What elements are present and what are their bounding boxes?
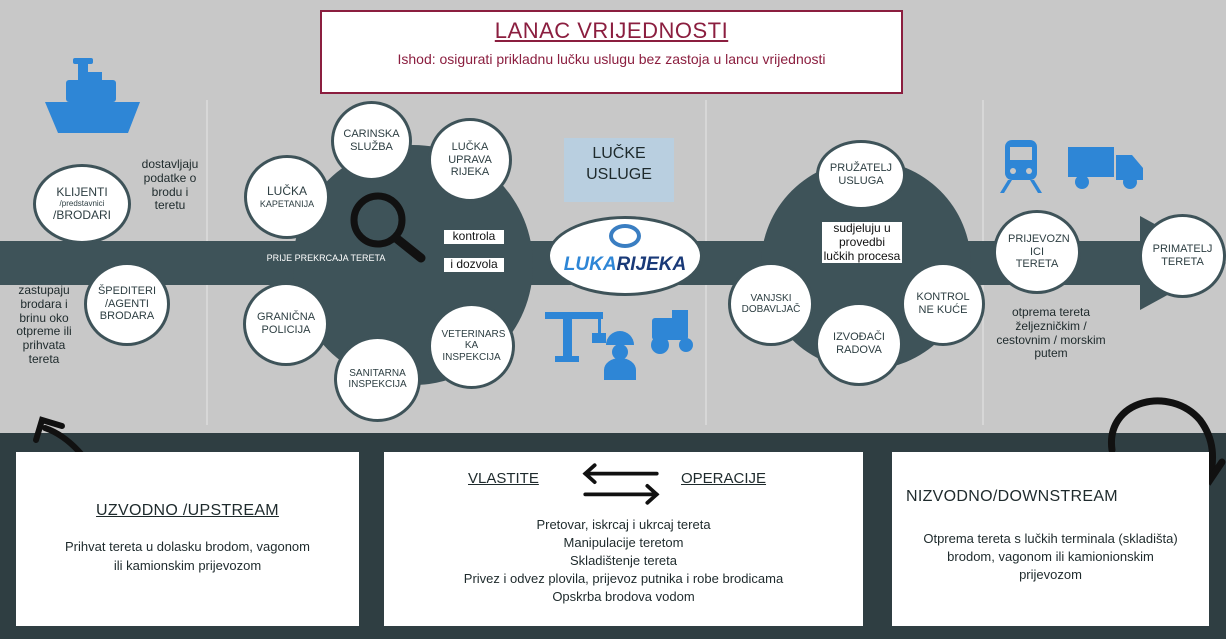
spediteri-label: ŠPEDITERI /AGENTI BRODARA: [97, 285, 157, 323]
lucka-uprava-label: LUČKA UPRAVA RIJEKA: [448, 141, 492, 179]
kontrolne-label: KONTROL NE KUĆE: [916, 291, 970, 316]
lucke-usluge-box: LUČKE USLUGE: [564, 138, 674, 202]
sudjeluju-label: sudjeluju u provedbi lučkih procesa: [822, 221, 902, 264]
prije-prekrcaja-label: PRIJE PREKRCAJA TERETA: [266, 253, 386, 263]
kontrolne-circle: KONTROL NE KUĆE: [901, 262, 985, 346]
magnifier-icon: [350, 192, 426, 263]
logo-emblem-icon: [609, 224, 641, 248]
vlastite-label: VLASTITE: [468, 470, 539, 487]
train-icon: [1000, 140, 1042, 193]
operacije-label: OPERACIJE: [681, 470, 767, 487]
prijevoznici-label: PRIJEVOZN ICI TERETA: [1008, 233, 1070, 271]
tractor-icon: [651, 310, 693, 354]
otprema-note: otprema tereta željezničkim / cestovnim …: [996, 305, 1106, 361]
spediteri-circle: ŠPEDITERI /AGENTI BRODARA: [84, 262, 170, 346]
carinska-label: CARINSKA SLUŽBA: [343, 128, 400, 153]
klijenti-label: KLIJENTI: [56, 184, 108, 199]
crane-icon: [545, 312, 606, 362]
spediteri-note: zastupaju brodara i brinu oko otpreme il…: [16, 283, 72, 366]
page-subtitle: Ishod: osigurati prikladnu lučku uslugu …: [397, 51, 826, 67]
downstream-box: NIZVODNO/DOWNSTREAM Otprema tereta s luč…: [892, 452, 1209, 626]
kapetanija-label: KAPETANIJA: [259, 198, 315, 209]
vanjski-circle: VANJSKI DOBAVLJAČ: [728, 262, 814, 346]
granicna-circle: GRANIČNA POLICIJA: [243, 282, 329, 366]
upstream-box: UZVODNO /UPSTREAM Prihvat tereta u dolas…: [16, 452, 359, 626]
operation-item: Privez i odvez plovila, prijevoz putnika…: [463, 570, 784, 586]
pruzatelj-label: PRUŽATELJ USLUGA: [829, 162, 893, 187]
lucka-kapetanija-circle: LUČKA KAPETANIJA: [244, 155, 330, 239]
operation-item: Opskrba brodova vodom: [552, 588, 695, 604]
kontrola-label: kontrola: [444, 229, 504, 244]
downstream-text: Otprema tereta s lučkih terminala (sklad…: [923, 531, 1178, 583]
sanitarna-circle: SANITARNA INSPEKCIJA: [334, 336, 421, 422]
veterinarska-circle: VETERINARS KA INSPEKCIJA: [428, 303, 515, 389]
upstream-title: UZVODNO /UPSTREAM: [96, 502, 279, 519]
page-title: LANAC VRIJEDNOSTI: [494, 18, 729, 43]
primatelj-circle: PRIMATELJ TERETA: [1139, 214, 1226, 298]
granicna-label: GRANIČNA POLICIJA: [256, 311, 316, 336]
logo-rijeka-text: RIJEKA: [616, 254, 687, 275]
izvodaci-circle: IZVOĐAČI RADOVA: [815, 302, 903, 386]
primatelj-label: PRIMATELJ TERETA: [1152, 243, 1213, 268]
title-box: LANAC VRIJEDNOSTI Ishod: osigurati prikl…: [320, 10, 903, 94]
klijenti-note: dostavljaju podatke o brodu i teretu: [141, 157, 199, 213]
dozvola-label: i dozvola: [444, 257, 504, 272]
downstream-title: NIZVODNO/DOWNSTREAM: [906, 488, 1118, 505]
veterinarska-label: VETERINARS KA INSPEKCIJA: [441, 328, 506, 363]
lucka-label: LUČKA: [266, 183, 307, 198]
operation-item: Pretovar, iskrcaj i ukrcaj tereta: [536, 517, 711, 532]
sanitarna-label: SANITARNA INSPEKCIJA: [348, 367, 407, 391]
brodari-label: /BRODARI: [52, 207, 111, 222]
pruzatelj-circle: PRUŽATELJ USLUGA: [816, 140, 906, 210]
logo-luka-text: LUKA: [563, 254, 617, 275]
luka-rijeka-logo: LUKA RIJEKA: [547, 216, 703, 296]
vanjski-label: VANJSKI DOBAVLJAČ: [741, 292, 801, 316]
operation-item: Skladištenje tereta: [570, 552, 677, 568]
operations-list: Pretovar, iskrcaj i ukrcaj tereta Manipu…: [384, 516, 863, 606]
truck-icon: [1068, 147, 1143, 189]
lucke-usluge-label: LUČKE USLUGE: [586, 145, 652, 183]
prijevoznici-circle: PRIJEVOZN ICI TERETA: [993, 210, 1081, 294]
upstream-text: Prihvat tereta u dolasku brodom, vagonom…: [65, 539, 310, 573]
swap-arrows-icon: [582, 463, 660, 505]
worker-icon: [604, 331, 636, 380]
klijenti-circle: KLIJENTI /predstavnici /BRODARI: [33, 164, 131, 244]
own-operations-box: VLASTITE OPERACIJE Pretovar, iskrcaj i u…: [384, 452, 863, 626]
ship-icon: [45, 58, 140, 133]
izvodaci-label: IZVOĐAČI RADOVA: [833, 331, 885, 356]
carinska-circle: CARINSKA SLUŽBA: [331, 101, 412, 181]
operation-item: Manipulacije teretom: [563, 534, 684, 550]
lucka-uprava-circle: LUČKA UPRAVA RIJEKA: [428, 118, 512, 202]
predstavnici-label: /predstavnici: [59, 199, 105, 209]
